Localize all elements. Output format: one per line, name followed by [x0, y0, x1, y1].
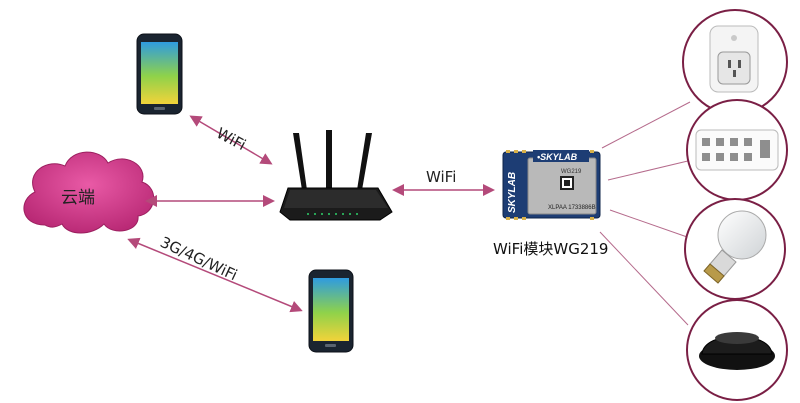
chip-serial-text: XLPAA 1733886B [548, 205, 596, 211]
module-name-label: WiFi模块WG219 [493, 240, 609, 258]
arrow-cloud-phone [127, 237, 303, 313]
cloud-icon [23, 151, 154, 234]
wifi-link-label-router-module: WiFi [426, 168, 457, 186]
chip-brand-text: •SKYLAB [537, 152, 578, 162]
smart-plug-device [682, 9, 788, 115]
smartphone-icon [136, 33, 183, 115]
cloud-label: 云端 [61, 188, 95, 208]
chip-side-text: SKYLAB [507, 171, 518, 213]
router-icon [279, 130, 393, 221]
smart-bulb-device [684, 198, 786, 300]
smart-remote-hub-device [686, 299, 788, 401]
chip-model-text: WG219 [561, 169, 582, 175]
arrow-phone-router [189, 115, 273, 165]
device-connectors [599, 101, 693, 326]
smart-power-strip-device [686, 99, 788, 201]
wifi-module-chip [502, 150, 601, 220]
smartphone-icon [308, 269, 354, 353]
